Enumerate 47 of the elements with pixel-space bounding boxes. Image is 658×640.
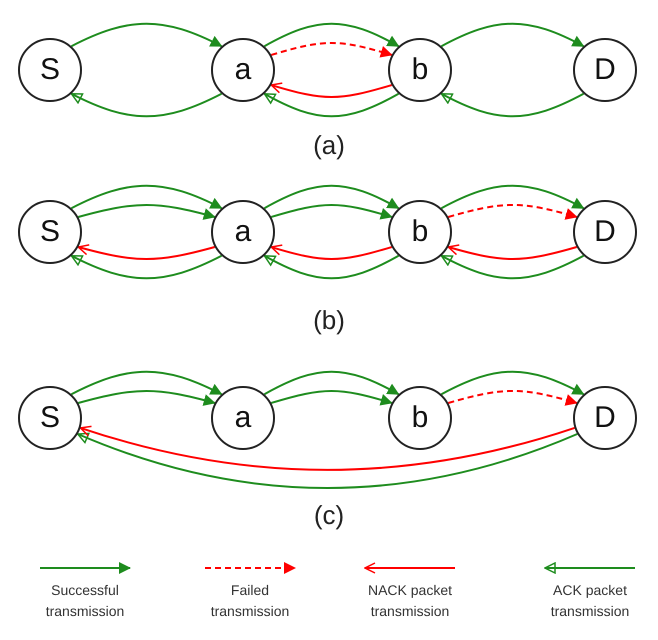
arrow [270, 42, 393, 58]
arrow [264, 22, 400, 48]
node-circle: b [388, 38, 452, 102]
arrow [270, 82, 392, 98]
node-circle: a [211, 386, 275, 450]
arrow [264, 184, 400, 210]
legend-label: NACK packet transmission [366, 581, 454, 621]
legend-label: Failed transmission [210, 581, 290, 621]
arrow [448, 204, 578, 220]
arrow [78, 244, 215, 260]
arrow [270, 244, 392, 260]
panel-label: (b) [313, 305, 345, 336]
panel-label: (a) [313, 130, 345, 161]
node-circle: S [18, 200, 82, 264]
node-circle: D [573, 200, 637, 264]
arrow [440, 22, 584, 48]
panel-label: (c) [314, 500, 344, 531]
arrow [70, 370, 222, 396]
arrow [440, 254, 584, 280]
arrow [78, 204, 216, 220]
node-circle: D [573, 38, 637, 102]
node-circle: a [211, 200, 275, 264]
node-circle: S [18, 386, 82, 450]
arrow [80, 425, 575, 471]
node-circle: S [18, 38, 82, 102]
node-circle: D [573, 386, 637, 450]
arrow [264, 254, 400, 280]
arrow [270, 390, 393, 406]
arrow [76, 432, 578, 489]
arrow [70, 254, 222, 280]
node-circle: b [388, 386, 452, 450]
arrow [448, 244, 578, 260]
arrow [264, 370, 400, 396]
arrow [264, 92, 400, 118]
arrow [78, 390, 216, 406]
arrow [70, 184, 222, 210]
arrow [440, 370, 584, 396]
node-circle: a [211, 38, 275, 102]
arrow [70, 92, 222, 118]
legend-label: ACK packet transmission [550, 581, 630, 621]
node-circle: b [388, 200, 452, 264]
arrow [440, 184, 584, 210]
arrow [270, 204, 393, 220]
legend-label: Successful transmission [44, 581, 126, 621]
arrow [70, 22, 222, 48]
arrow [440, 92, 584, 118]
arrow [448, 390, 578, 406]
